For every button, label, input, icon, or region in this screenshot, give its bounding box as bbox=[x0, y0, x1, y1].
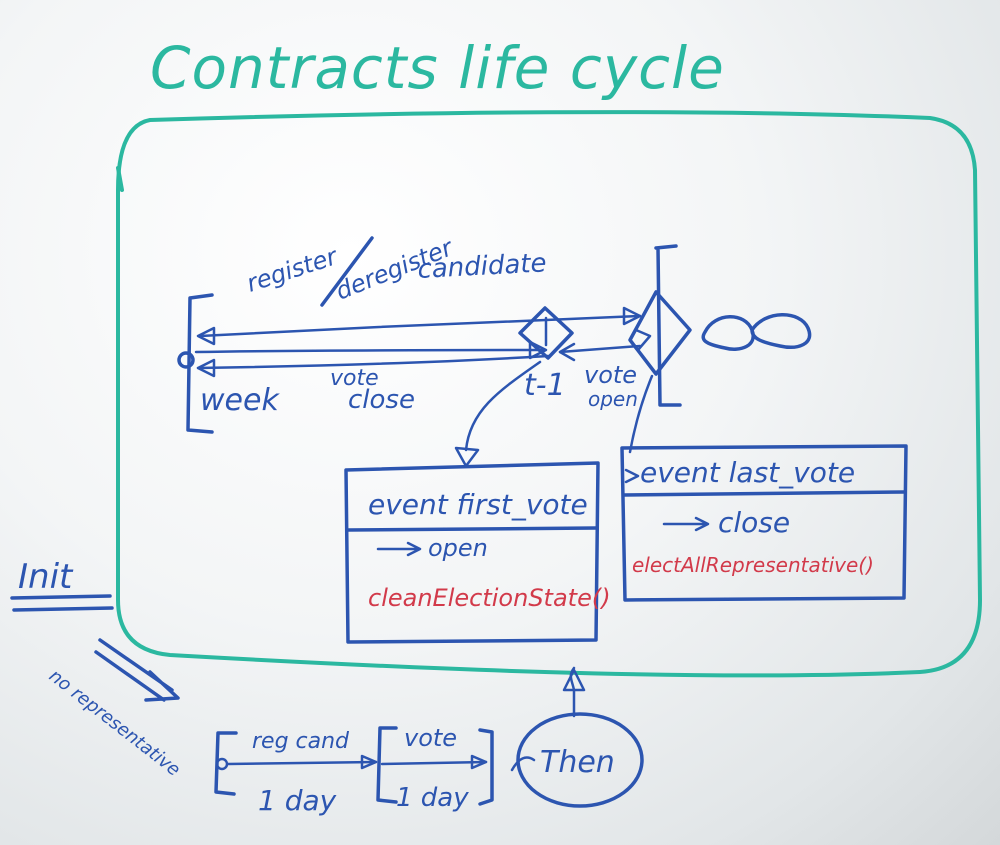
event-last-divider bbox=[622, 490, 906, 497]
open-wedge-mark bbox=[634, 328, 652, 352]
phase1-arrow bbox=[226, 760, 378, 766]
phase2-top: vote bbox=[404, 724, 457, 752]
frame-tick bbox=[116, 166, 124, 192]
label-register: register bbox=[243, 242, 342, 298]
arrow-head-close bbox=[196, 358, 216, 378]
then-arrow-head bbox=[562, 668, 586, 692]
event-last-arrow bbox=[662, 516, 710, 532]
event-last-header: event last_vote bbox=[640, 456, 855, 489]
arrow-register-line bbox=[198, 314, 642, 338]
arrow-close-line bbox=[196, 354, 550, 370]
phase2-arrow bbox=[380, 760, 488, 766]
slash-divider bbox=[320, 236, 374, 307]
phase2-bottom: 1 day bbox=[396, 783, 469, 813]
arrow-head-right-top bbox=[622, 306, 642, 326]
arrow-head-open bbox=[558, 342, 576, 362]
connector-last-vote bbox=[628, 374, 654, 454]
event-last-call: electAllRepresentative() bbox=[632, 553, 874, 577]
event-last-header-arrow bbox=[624, 468, 640, 484]
event-first-state: open bbox=[428, 534, 488, 562]
phase2-arrow-head bbox=[470, 754, 488, 770]
init-underline-1 bbox=[10, 594, 112, 600]
then-label: Then bbox=[540, 745, 615, 780]
infinity-icon bbox=[701, 313, 812, 351]
arrow-week-line bbox=[194, 348, 547, 354]
timeline-left-bracket bbox=[186, 293, 214, 434]
init-double-arrow bbox=[94, 638, 180, 702]
init-label: Init bbox=[18, 557, 74, 597]
event-first-divider bbox=[346, 526, 598, 532]
init-underline-2 bbox=[12, 606, 114, 612]
timeline-right-bracket bbox=[654, 244, 682, 407]
arrow-open-line bbox=[558, 344, 642, 354]
event-first-arrow bbox=[376, 541, 422, 557]
then-ellipse bbox=[516, 712, 644, 808]
arrow-head-week bbox=[528, 340, 548, 360]
event-first-header: event first_vote bbox=[368, 488, 588, 521]
phase2-bracket bbox=[376, 726, 398, 804]
label-vote-close-2: close bbox=[348, 385, 415, 415]
label-t1: t-1 bbox=[524, 368, 566, 403]
label-vote-close-1: vote bbox=[330, 366, 379, 391]
event-last-state: close bbox=[718, 506, 790, 539]
event-last-box bbox=[620, 444, 908, 602]
event-first-call: cleanElectionState() bbox=[368, 584, 611, 612]
phase1-arrow-head bbox=[360, 754, 378, 770]
then-connector bbox=[510, 756, 536, 772]
open-wedge bbox=[628, 290, 692, 376]
timeline-origin bbox=[177, 351, 195, 369]
label-week: week bbox=[200, 383, 280, 418]
phase1-bottom: 1 day bbox=[258, 784, 337, 817]
connector-first-vote bbox=[464, 360, 542, 452]
diagram-title: Contracts life cycle bbox=[150, 34, 725, 102]
phase1-top: reg cand bbox=[252, 729, 350, 754]
lifecycle-frame bbox=[116, 110, 982, 678]
arrow-head-left-top bbox=[196, 326, 216, 346]
event-first-box bbox=[344, 461, 600, 644]
phase2-bracket-right bbox=[478, 728, 494, 806]
connector-first-vote-head bbox=[454, 446, 480, 468]
label-candidate: candidate bbox=[417, 248, 547, 285]
t1-diamond bbox=[518, 306, 574, 360]
label-vote-open-2: open bbox=[588, 387, 638, 411]
label-vote-open-1: vote bbox=[584, 361, 637, 389]
